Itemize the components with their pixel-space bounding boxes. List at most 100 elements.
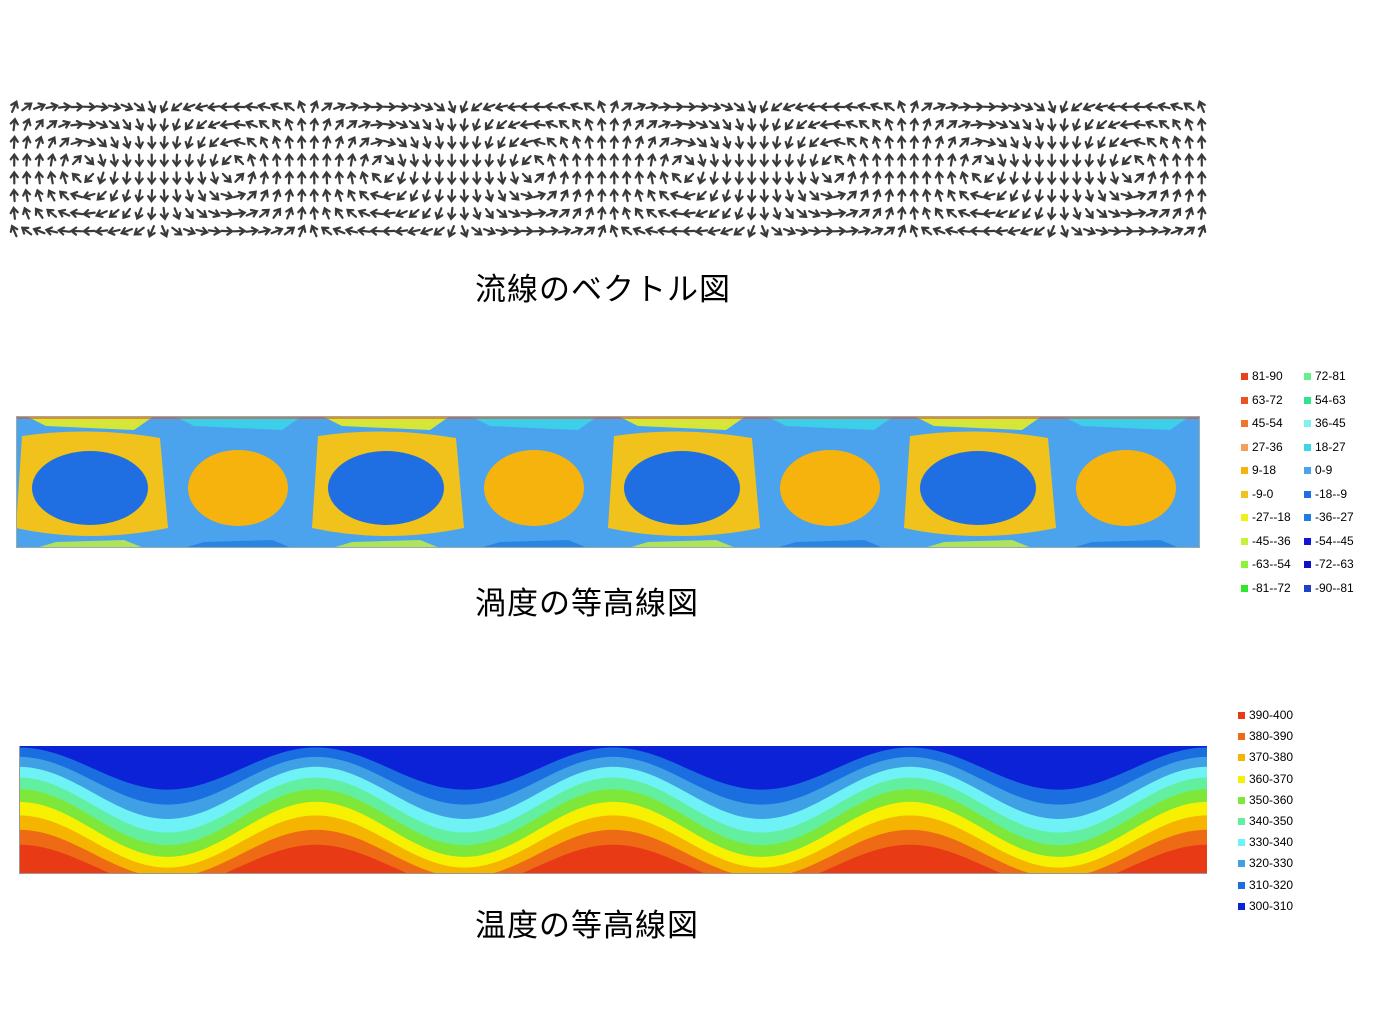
vector-arrow: [122, 171, 132, 186]
vector-arrow: [394, 209, 408, 218]
vector-arrow: [1158, 120, 1170, 130]
vector-arrow: [1184, 170, 1194, 185]
legend-label: -63--54: [1252, 557, 1291, 571]
vector-arrow: [234, 154, 245, 166]
vorticity-core-positive: [484, 450, 584, 526]
legend-label: 320-330: [1249, 856, 1294, 871]
vector-arrow: [1172, 170, 1182, 185]
vector-arrow: [369, 208, 384, 218]
vector-arrow: [844, 120, 858, 129]
temperature-band: [19, 844, 1207, 874]
vector-arrow: [1197, 170, 1207, 185]
vector-arrow: [107, 102, 122, 112]
vector-arrow: [681, 226, 696, 236]
legend-item: 350-360: [1238, 793, 1293, 807]
vector-arrow: [759, 135, 769, 150]
vorticity-core-negative: [32, 451, 148, 525]
vector-arrow: [819, 102, 834, 112]
legend-swatch: [1241, 514, 1248, 521]
vector-arrow: [447, 206, 457, 221]
legend-item: -27--18: [1241, 510, 1291, 524]
vector-arrow: [246, 137, 257, 148]
vector-arrow: [897, 170, 907, 185]
vector-arrow: [920, 226, 933, 236]
vorticity-edge-band: [36, 540, 144, 548]
vector-arrow: [635, 135, 644, 149]
vector-arrow: [884, 152, 894, 167]
vector-arrow: [922, 188, 932, 203]
vector-arrow: [897, 100, 906, 113]
vector-arrow: [371, 172, 382, 183]
vector-arrow: [909, 117, 919, 132]
vector-arrow: [122, 136, 132, 150]
vector-arrow: [285, 206, 294, 220]
vector-arrow: [820, 226, 835, 236]
vector-arrow: [696, 137, 708, 148]
vector-arrow: [334, 170, 344, 185]
vector-arrow: [1158, 208, 1171, 218]
vector-arrow: [947, 189, 956, 202]
vector-arrow: [95, 102, 110, 112]
vector-arrow: [359, 137, 370, 148]
vector-arrow: [245, 226, 260, 236]
vector-arrow: [9, 170, 19, 185]
vector-arrow: [708, 208, 720, 218]
legend-item: -72--63: [1304, 557, 1354, 571]
vector-arrow: [597, 100, 606, 113]
vector-arrow: [460, 225, 469, 238]
vector-arrow: [709, 189, 719, 203]
vector-arrow: [860, 189, 869, 202]
vector-arrow: [434, 171, 444, 186]
legend-label: 310-320: [1249, 877, 1294, 892]
legend-label: -45--36: [1252, 533, 1291, 548]
vector-arrow: [1121, 155, 1132, 166]
vector-arrow: [269, 102, 283, 111]
vector-arrow: [620, 226, 633, 236]
legend-swatch: [1304, 584, 1311, 592]
vector-arrow: [734, 207, 744, 221]
vector-arrow: [219, 120, 234, 130]
vector-arrow: [921, 102, 933, 112]
vector-arrow: [808, 209, 822, 218]
vector-arrow: [119, 227, 133, 236]
vector-arrow: [934, 170, 944, 185]
vector-arrow: [382, 102, 397, 112]
vector-arrow: [832, 226, 847, 236]
vector-arrow: [922, 135, 932, 149]
vector-arrow: [747, 189, 757, 203]
vector-arrow: [957, 208, 971, 218]
vector-arrow: [409, 153, 419, 168]
vector-arrow: [1084, 119, 1094, 131]
vector-arrow: [883, 102, 895, 112]
vector-arrow: [1120, 191, 1134, 201]
vector-arrow: [1059, 206, 1069, 221]
vector-arrow: [507, 226, 522, 236]
vector-arrow: [945, 102, 959, 112]
vector-arrow: [497, 189, 507, 203]
legend-swatch: [1241, 537, 1248, 545]
vector-arrow: [984, 172, 995, 184]
vector-arrow: [1145, 226, 1160, 236]
vector-arrow: [831, 102, 846, 112]
vector-arrow: [1184, 117, 1194, 131]
vector-arrow: [897, 117, 907, 132]
vector-arrow: [172, 171, 182, 186]
vector-arrow: [484, 119, 494, 131]
vector-arrow: [609, 170, 619, 185]
vector-arrow: [447, 118, 457, 132]
vector-arrow: [934, 118, 944, 131]
legend-swatch: [1238, 839, 1245, 847]
vorticity-edge-band: [618, 416, 746, 430]
vector-arrow: [634, 188, 644, 202]
vector-arrow: [506, 102, 521, 112]
vector-arrow: [884, 117, 894, 131]
vector-arrow: [759, 118, 769, 132]
vector-arrow: [1097, 136, 1106, 149]
vector-arrow: [447, 135, 457, 150]
vorticity-core-positive: [188, 450, 288, 526]
vector-arrow: [347, 135, 357, 149]
vector-arrow: [122, 119, 132, 131]
vector-arrow: [658, 190, 670, 201]
vector-arrow: [84, 155, 95, 166]
vector-arrow: [497, 136, 506, 149]
